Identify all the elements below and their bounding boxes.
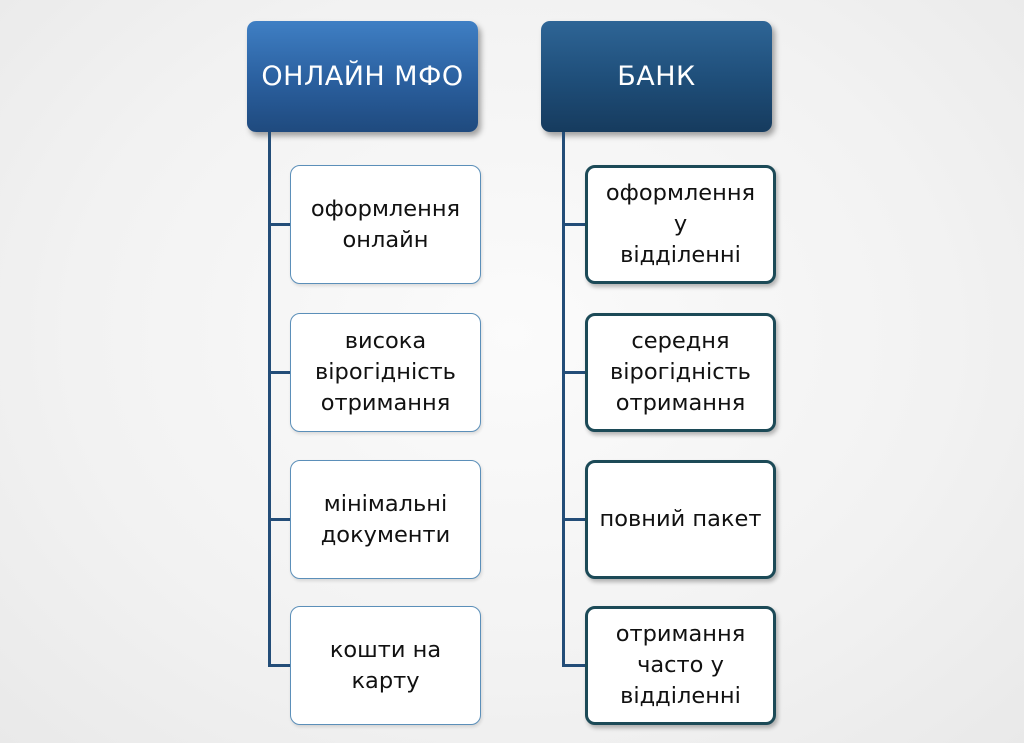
mfo-item: оформлення онлайн [290, 165, 481, 284]
mfo-header-label: ОНЛАЙН МФО [261, 61, 464, 92]
bank-header-label: БАНК [617, 61, 696, 92]
bank-connector-branch [562, 518, 585, 521]
mfo-connector-branch [268, 518, 290, 521]
mfo-item-label: оформлення онлайн [310, 195, 461, 253]
mfo-item-label: висока вірогідність отримання [315, 328, 456, 416]
bank-item: оформлення у відділенні [585, 165, 776, 284]
bank-item: середня вірогідність отримання [585, 313, 776, 432]
mfo-item-label: мінімальні документи [320, 490, 451, 548]
mfo-item: висока вірогідність отримання [290, 313, 481, 432]
bank-item-label: середня вірогідність отримання [610, 328, 751, 416]
bank-item-label: оформлення у відділенні [605, 180, 756, 268]
bank-item: отримання часто у відділенні [585, 606, 776, 725]
mfo-item: мінімальні документи [290, 460, 481, 579]
bank-item-label: повний пакет [599, 506, 762, 532]
mfo-connector-vertical [268, 132, 271, 667]
bank-item-label: отримання часто у відділенні [615, 621, 746, 709]
bank-header: БАНК [541, 21, 772, 132]
bank-connector-branch [562, 664, 585, 667]
bank-connector-vertical [562, 132, 565, 667]
bank-item: повний пакет [585, 460, 776, 579]
mfo-connector-branch [268, 223, 290, 226]
mfo-connector-branch [268, 371, 290, 374]
mfo-connector-branch [268, 664, 290, 667]
mfo-item-label: кошти на карту [329, 636, 442, 694]
bank-connector-branch [562, 223, 585, 226]
mfo-header: ОНЛАЙН МФО [247, 21, 478, 132]
mfo-item: кошти на карту [290, 606, 481, 725]
bank-connector-branch [562, 371, 585, 374]
